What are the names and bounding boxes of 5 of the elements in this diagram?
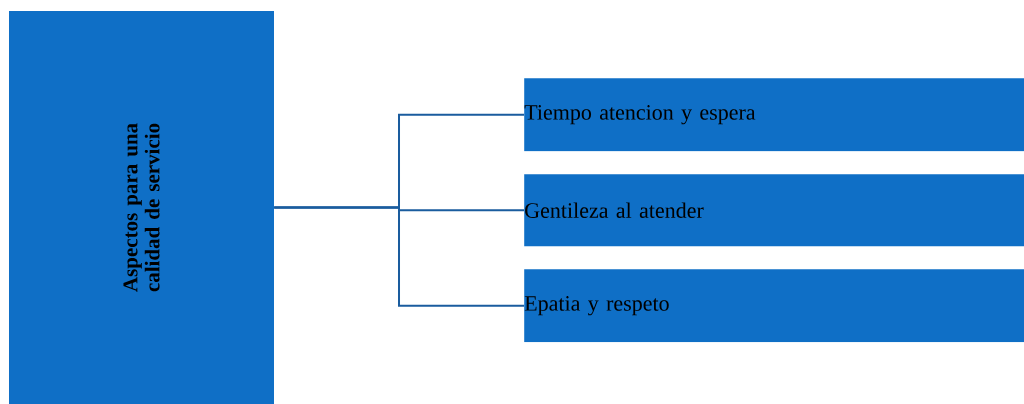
aspect-box: Epatia y respeto [524, 269, 1024, 343]
connector [273, 206, 525, 307]
title-box: Aspectos para una calidad de servicio [9, 11, 274, 404]
aspect-box: Gentileza al atender [524, 174, 1024, 247]
aspect-box: Tiempo atencion y espera [524, 78, 1024, 152]
